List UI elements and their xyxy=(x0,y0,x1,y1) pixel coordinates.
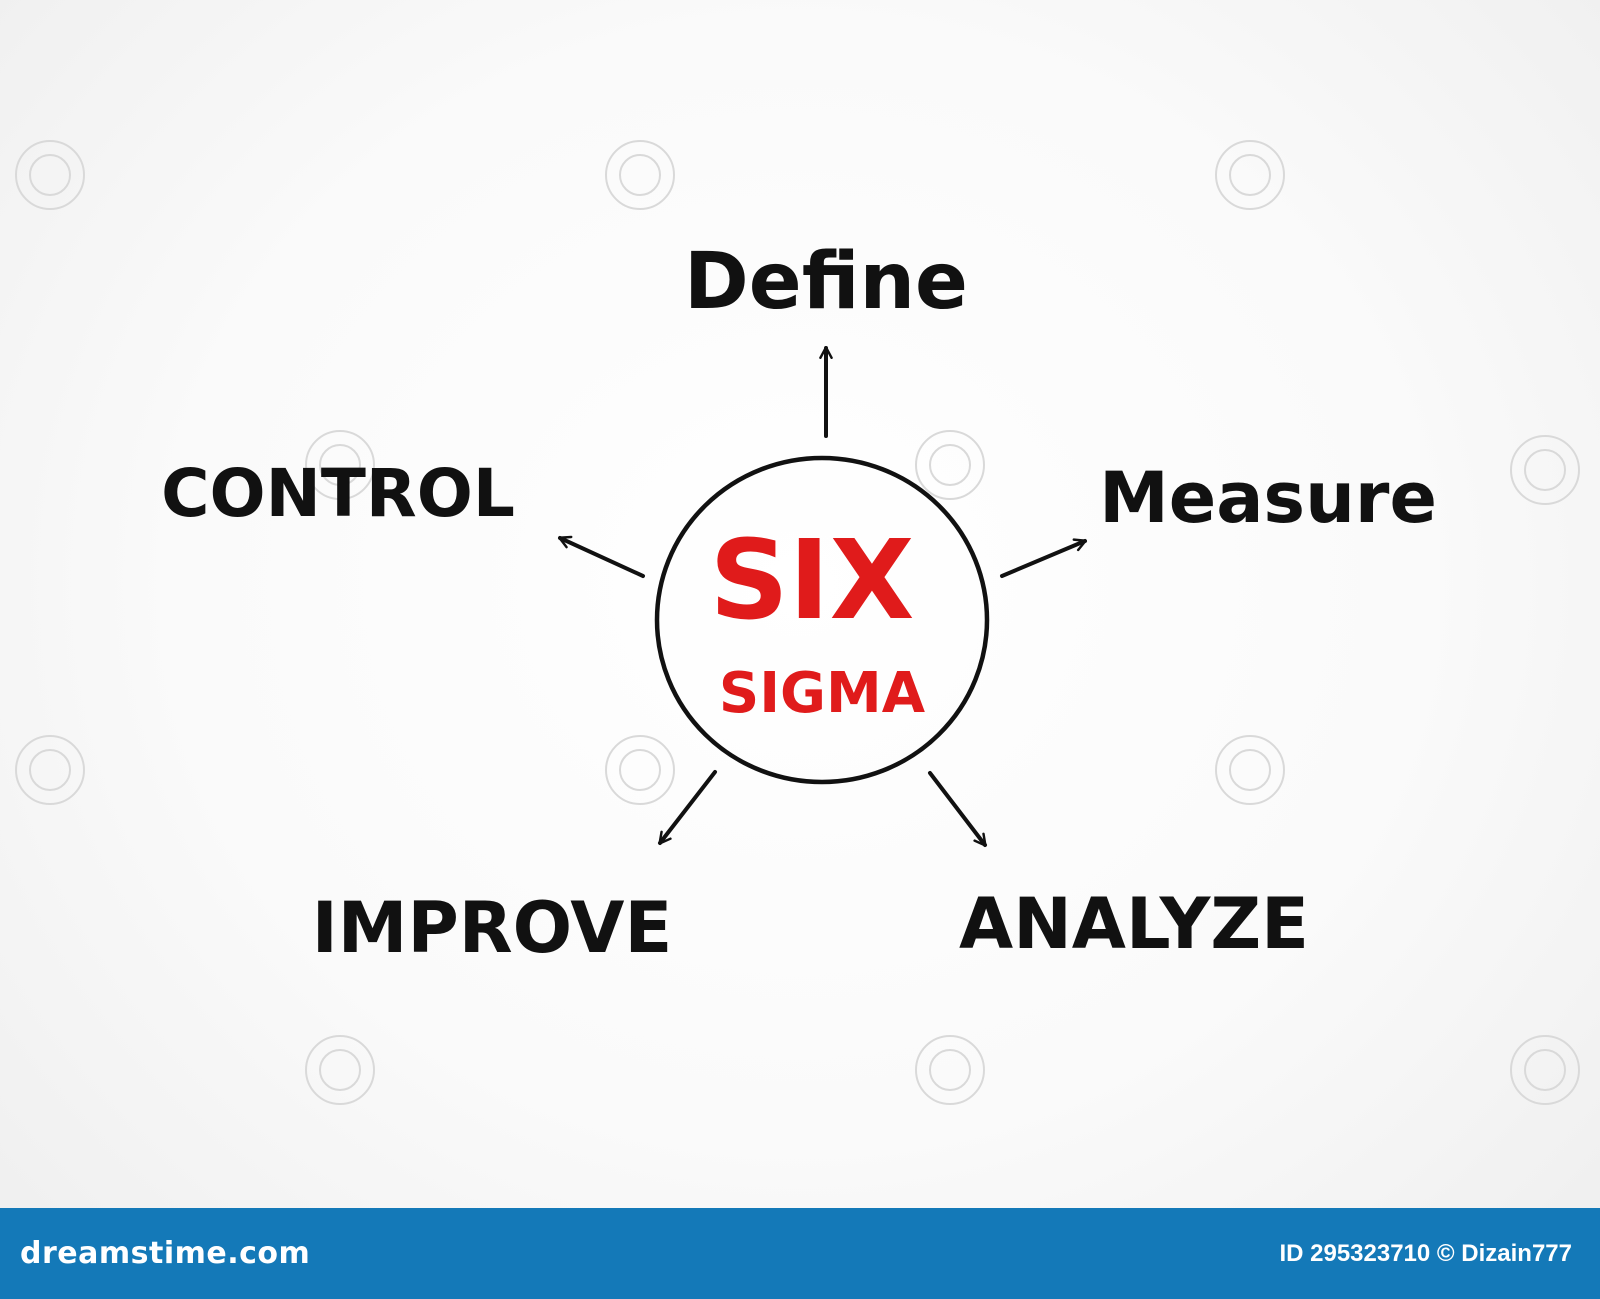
arrow-to-improve xyxy=(658,770,717,845)
arrow-to-control xyxy=(558,535,645,578)
center-text-sigma: SIGMA xyxy=(719,661,926,726)
node-analyze: ANALYZE xyxy=(959,883,1309,965)
dreamstime-logo[interactable]: dreamstime.com xyxy=(20,1236,311,1271)
node-control: CONTROL xyxy=(161,455,515,532)
watermark-pattern xyxy=(15,140,1580,1105)
footer-bar: dreamstime.com ID 295323710 © Dizain777 xyxy=(0,1208,1600,1299)
center-text-six: SIX xyxy=(710,516,915,644)
arrow-to-measure xyxy=(1000,538,1087,578)
node-measure: Measure xyxy=(1099,457,1437,539)
arrow-to-analyze xyxy=(928,771,987,847)
node-define: Define xyxy=(684,237,968,327)
node-improve: IMPROVE xyxy=(312,887,673,969)
six-sigma-diagram: SIX SIGMA Define Measure CONTROL IMPROVE… xyxy=(15,140,1580,1105)
image-credit: ID 295323710 © Dizain777 xyxy=(1279,1239,1572,1267)
center-circle xyxy=(654,455,990,785)
